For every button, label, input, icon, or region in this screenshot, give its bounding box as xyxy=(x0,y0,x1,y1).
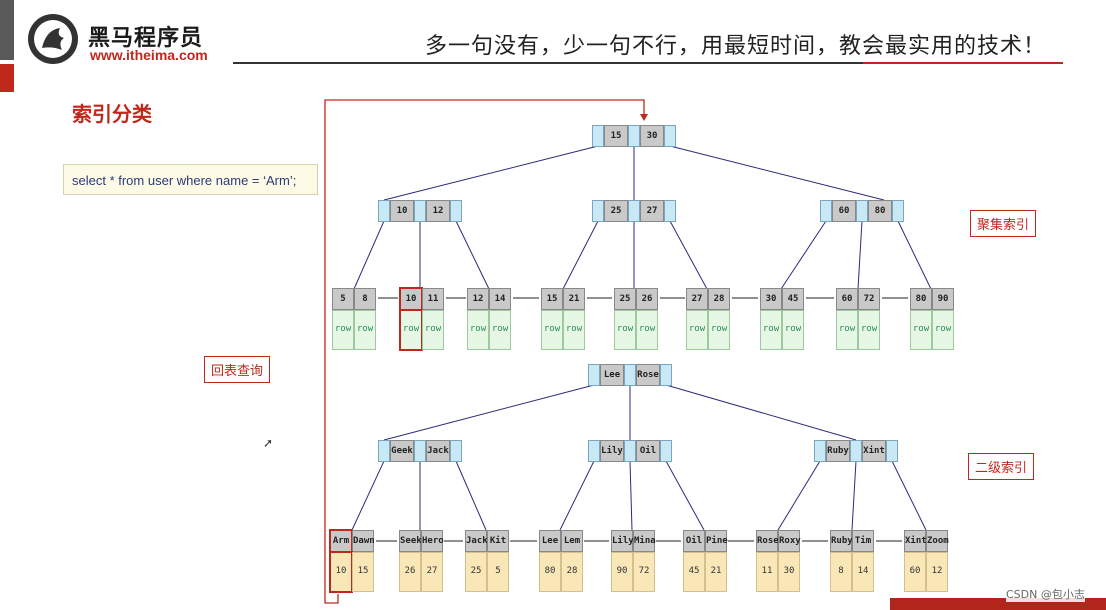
header-divider-accent xyxy=(863,62,1063,64)
brand-url[interactable]: www.itheima.com xyxy=(90,47,208,63)
sql-query: select * from user where name = ‘Arm’; xyxy=(63,164,318,195)
leaf-links xyxy=(376,297,908,542)
header-divider xyxy=(233,62,863,64)
brand-name: 黑马程序员 xyxy=(88,26,204,51)
watermark: CSDN @包小志 xyxy=(1006,586,1085,602)
left-accent-bar-red xyxy=(0,64,14,92)
section-title: 索引分类 xyxy=(72,102,152,126)
left-accent-bar xyxy=(0,0,14,60)
back-lookup-path xyxy=(324,99,645,604)
slogan: 多一句没有，少一句不行，用最短时间，教会最实用的技术！ xyxy=(425,34,1047,59)
clustered-index-label: 聚集索引 xyxy=(970,210,1037,237)
back-lookup-label: 回表查询 xyxy=(204,356,271,383)
mouse-cursor-icon: ➚ xyxy=(263,436,274,450)
secondary-index-label: 二级索引 xyxy=(968,453,1035,480)
logo-icon xyxy=(28,14,78,64)
